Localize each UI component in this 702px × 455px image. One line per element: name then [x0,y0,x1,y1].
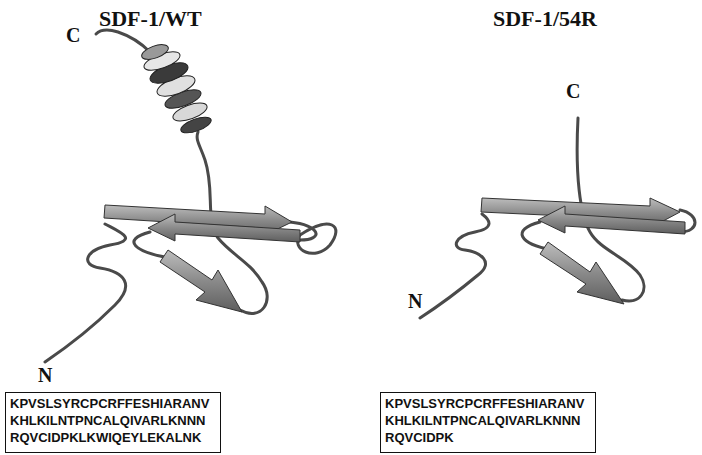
54r-ribbon [420,118,695,318]
sequence-text: KPVSLSYRCPCRFFESHIARANV KHLKILNTPNCALQIV… [381,393,588,448]
sequence-box: KPVSLSYRCPCRFFESHIARANV KHLKILNTPNCALQIV… [380,392,596,453]
heading-label: SDF-1/WT [99,6,202,32]
c-terminal-loop [96,30,150,52]
wt-helix [140,42,213,137]
beta-strand [538,206,685,234]
label-text: C [566,80,580,102]
label-text: SDF-1/WT [99,6,202,31]
beta-strand [148,214,300,242]
terminus-label: N [408,290,422,313]
wt-sheet [104,205,300,312]
54r-sheet [481,198,685,304]
terminus-label: C [66,24,80,47]
label-text: N [38,364,52,386]
terminus-label: N [38,364,52,387]
terminus-label: C [566,80,580,103]
sequence-box: KPVSLSYRCPCRFFESHIARANV KHLKILNTPNCALQIV… [5,392,221,453]
label-text: C [66,24,80,46]
label-text: SDF-1/54R [493,6,597,31]
label-text: N [408,290,422,312]
heading-label: SDF-1/54R [493,6,597,32]
sequence-text: KPVSLSYRCPCRFFESHIARANV KHLKILNTPNCALQIV… [6,393,213,448]
beta-strand [540,242,624,304]
wt-ribbon [45,30,336,362]
n-terminal-loop [420,214,489,318]
beta-strand [160,250,242,312]
loop [298,224,336,253]
n-terminal-loop [45,224,126,362]
